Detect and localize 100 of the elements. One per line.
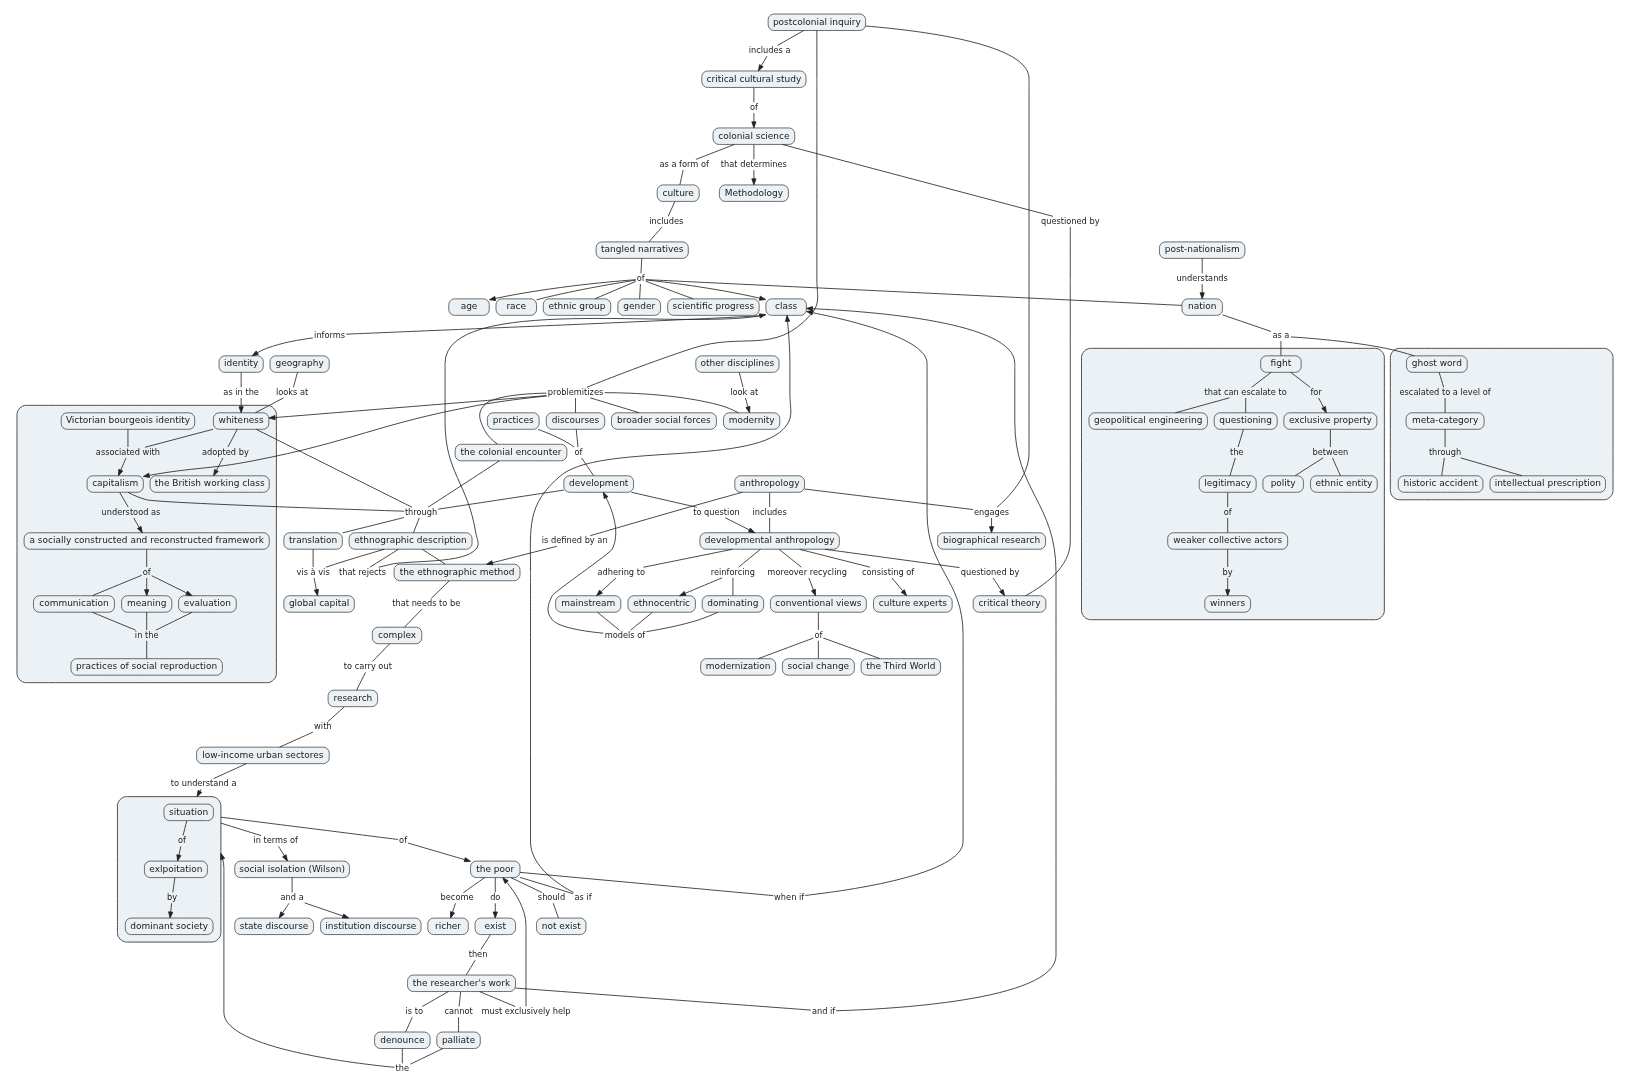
node-box: exlpoitation [144,860,208,878]
node-box: critical theory [972,594,1047,613]
arrow [450,902,456,918]
node-box: geography [269,354,330,373]
arrow [176,845,182,861]
connector [220,816,399,840]
node-text: with [314,720,332,731]
node-box: tangled narratives [595,241,689,259]
connector [1294,456,1324,476]
node-text: when if [774,891,805,902]
connector [753,143,755,160]
node-box: colonial science [712,127,796,145]
node-box: questioning [1213,411,1278,430]
node-box: Victorian bourgeois identity [60,411,196,430]
node-text: of [1223,506,1232,517]
arrow [378,312,767,568]
connector [293,371,298,388]
connector [604,391,739,413]
node-box: legitimacy [1198,474,1257,493]
connector [119,491,129,508]
connector [255,397,284,413]
connector [437,489,565,510]
node-box: situation [163,803,214,821]
node-text: engages [973,506,1010,517]
node-box: modernity [723,411,781,430]
arrow [313,577,319,596]
connector [401,1047,403,1064]
node-text: models of [604,629,646,640]
connector [421,548,446,564]
connector [144,428,214,448]
node-box: nation [1181,298,1223,316]
connector [769,517,771,533]
connector [1441,457,1445,476]
arrow [304,902,350,918]
node-text: the [1229,446,1244,457]
node-box: gender [617,298,661,316]
connector [458,990,462,1007]
connector [410,1047,444,1064]
connector [648,226,663,242]
arrow [238,397,244,413]
node-text: of [399,834,408,845]
connector [1332,457,1341,476]
node-text: then [468,948,488,959]
node-text: associated with [95,446,161,457]
connector [279,731,314,748]
node-box: development [563,474,634,493]
connector [480,933,491,950]
node-box: state discourse [234,917,314,935]
node-box: exist [474,917,516,935]
connector [91,611,136,631]
node-text: of [574,446,583,457]
arrow [1199,283,1205,299]
node-box: dominant society [124,917,214,935]
arrow [278,845,288,861]
arrow [278,902,290,918]
connector [327,705,345,722]
node-text: is defined by an [541,534,608,545]
node-box: social isolation (Wilson) [234,860,350,878]
connector [479,990,516,1007]
node-box: fight [1260,354,1302,373]
connector [1460,456,1523,476]
node-text: adhering to [597,566,645,577]
arrow [757,55,768,71]
connector [519,871,774,896]
node-box: translation [283,531,343,550]
node-text: understands [1176,272,1228,283]
node-box: culture [656,184,700,202]
connector [865,25,1030,508]
node-box: anthropology [734,474,805,493]
arrow [220,852,395,1068]
arrow [213,457,224,476]
node-box: ethnographic description [348,531,473,550]
connector [804,488,974,510]
node-text: must exclusively help [481,1005,571,1016]
connector [575,428,579,447]
connector [325,548,385,568]
connector [127,428,129,447]
connector [240,371,242,388]
connector [515,987,812,1010]
node-box: modernization [700,657,776,676]
node-box: a socially constructed and reconstructed framework [23,531,270,550]
connector [646,611,719,632]
connector [1290,371,1311,388]
connector [421,990,449,1007]
node-box: denounce [374,1031,431,1049]
connector [127,491,405,512]
connector [695,143,735,160]
node-text: and a [280,891,304,902]
connector [757,637,814,659]
connector [1201,257,1203,274]
node-box: the poor [470,860,521,878]
connector [1444,428,1446,447]
node-box: ethnocentric [627,594,696,613]
node-box: historic accident [1397,474,1484,493]
connector [479,392,547,445]
node-text: the [395,1062,410,1073]
connector [427,460,500,508]
arrow [168,902,174,918]
node-text: between [1312,446,1349,457]
node-box: meaning [121,594,173,613]
